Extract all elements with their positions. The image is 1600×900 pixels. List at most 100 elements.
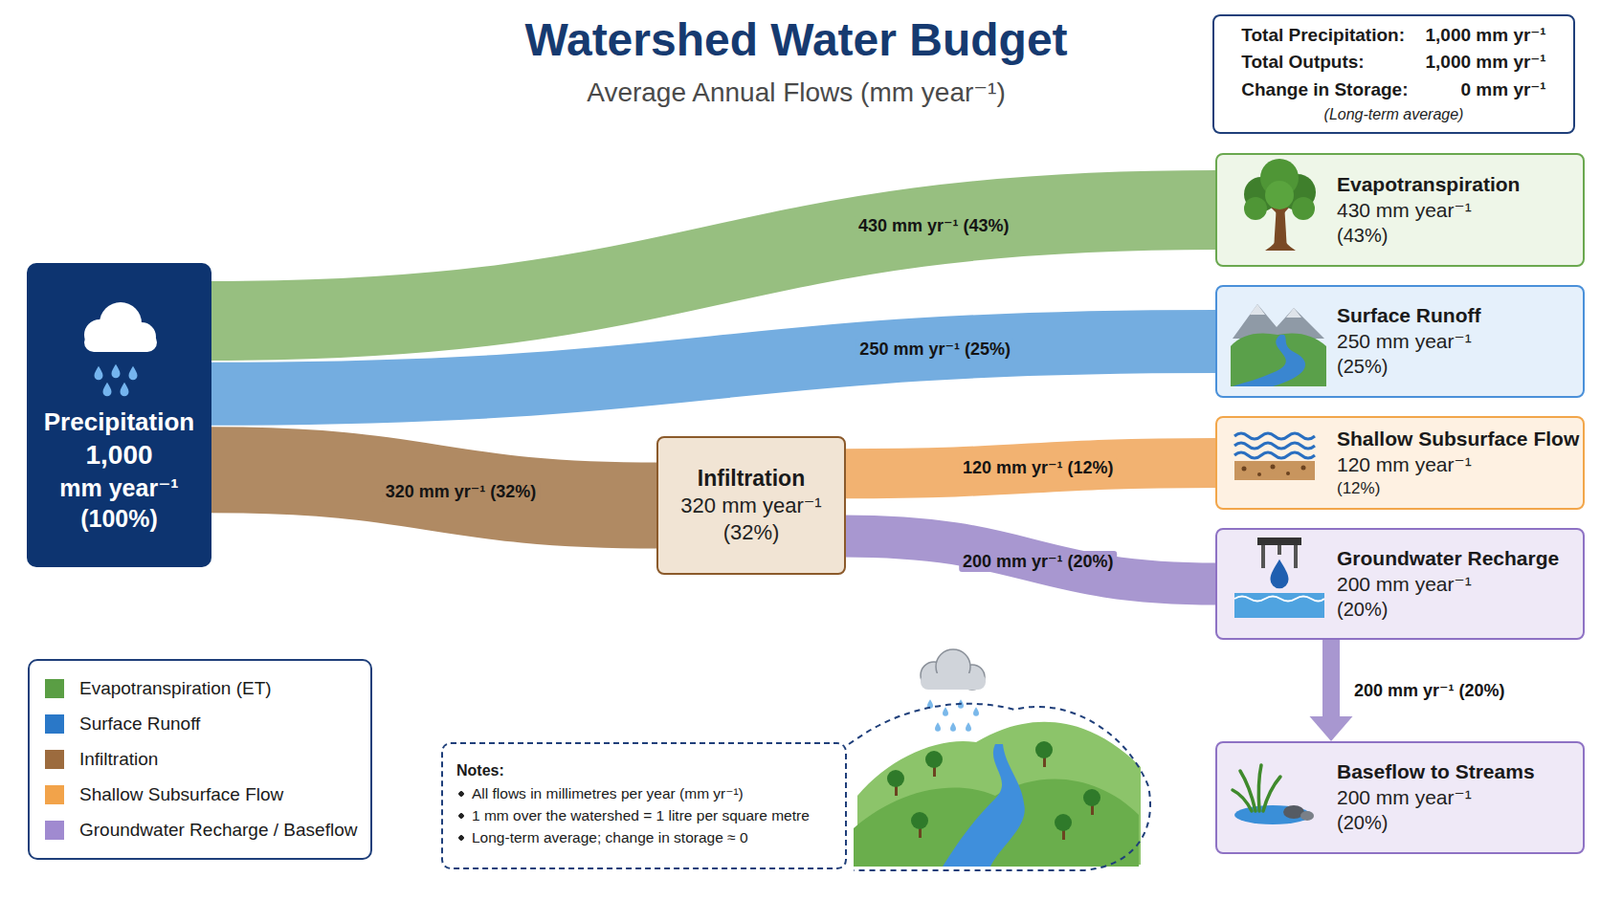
landscape-illustration bbox=[1043, 755, 1046, 768]
flow-arrow bbox=[1322, 640, 1340, 719]
rain-cloud-icon bbox=[129, 366, 138, 380]
flow-label: 120 mm yr⁻¹ (12%) bbox=[958, 457, 1118, 479]
legend-row: Groundwater Recharge / Baseflow bbox=[44, 820, 356, 842]
tree-icon bbox=[1279, 174, 1316, 211]
tree-icon bbox=[1265, 197, 1296, 213]
node-text: Long-term average; change in storage ≈ 0 bbox=[456, 828, 749, 848]
process-box: Infiltration320 mm year⁻¹(32%) bbox=[656, 436, 846, 576]
landscape-illustration bbox=[933, 765, 936, 778]
mountain-river-icon bbox=[1249, 304, 1266, 315]
output-box: Baseflow to Streams200 mm year⁻¹(20%) bbox=[1215, 741, 1585, 855]
landscape-illustration bbox=[1062, 828, 1066, 841]
landscape-illustration bbox=[918, 826, 922, 839]
well-icon bbox=[1234, 597, 1325, 602]
node-heading: Infiltration bbox=[697, 465, 805, 493]
landscape-illustration bbox=[925, 751, 943, 769]
landscape-illustration bbox=[965, 722, 972, 733]
node-heading: Shallow Subsurface Flow bbox=[1336, 426, 1579, 453]
landscape-illustration bbox=[973, 707, 979, 717]
source-box: Precipitation1,000mm year⁻¹(100%) bbox=[26, 263, 212, 568]
tree-icon bbox=[1244, 197, 1267, 221]
legend-text: Evapotranspiration (ET) bbox=[79, 678, 272, 700]
tree-icon bbox=[1244, 177, 1279, 212]
stream-icon bbox=[1283, 805, 1305, 820]
landscape-illustration bbox=[934, 722, 941, 733]
rain-cloud-icon bbox=[111, 364, 121, 378]
tree-icon bbox=[1265, 180, 1294, 210]
landscape-illustration bbox=[1054, 814, 1072, 832]
landscape-illustration bbox=[927, 699, 934, 710]
node-text: 1,000 bbox=[85, 438, 153, 473]
legend-text: Surface Runoff bbox=[79, 713, 200, 735]
flow-label: 430 mm yr⁻¹ (43%) bbox=[854, 215, 1014, 237]
tree-icon bbox=[1291, 197, 1315, 221]
landscape-illustration bbox=[911, 812, 929, 830]
subsurface-icon bbox=[1270, 465, 1276, 470]
mountain-river-icon bbox=[1232, 304, 1325, 339]
flow-band bbox=[208, 341, 1219, 395]
arrow-head bbox=[1310, 716, 1354, 742]
legend-swatch bbox=[44, 785, 65, 805]
tree-icon bbox=[1265, 235, 1296, 251]
subsurface-icon bbox=[1301, 466, 1307, 471]
subsurface-icon bbox=[1234, 433, 1315, 481]
landscape-illustration bbox=[1035, 741, 1053, 759]
landscape-illustration bbox=[853, 779, 1139, 867]
landscape-illustration bbox=[942, 707, 949, 717]
node-text: mm year⁻¹ bbox=[59, 472, 178, 504]
node-heading: Notes: bbox=[456, 761, 505, 781]
flow-connector bbox=[208, 210, 1219, 322]
legend-swatch bbox=[44, 750, 65, 770]
subsurface-icon bbox=[1257, 472, 1262, 477]
node-text: 1 mm over the watershed = 1 litre per sq… bbox=[456, 806, 810, 826]
node-text: 200 mm year⁻¹ bbox=[1336, 572, 1472, 599]
legend-row: Evapotranspiration (ET) bbox=[44, 678, 356, 700]
legend-text: Infiltration bbox=[79, 749, 158, 771]
landscape-illustration bbox=[920, 662, 948, 689]
landscape-illustration bbox=[1083, 789, 1101, 807]
rain-cloud-icon bbox=[103, 382, 112, 397]
node-text: (20%) bbox=[1336, 598, 1388, 623]
stream-icon bbox=[1232, 765, 1281, 812]
flow-connector bbox=[208, 341, 1219, 395]
rain-cloud-icon bbox=[84, 333, 157, 353]
node-text: All flows in millimetres per year (mm yr… bbox=[456, 784, 744, 804]
tree-icon bbox=[1244, 158, 1316, 251]
node-heading: Groundwater Recharge bbox=[1336, 546, 1559, 573]
subtitle: Average Annual Flows (mm year⁻¹) bbox=[586, 76, 1006, 109]
title: Watershed Water Budget bbox=[524, 13, 1067, 67]
tree-icon bbox=[1260, 158, 1299, 198]
subsurface-icon bbox=[1234, 443, 1315, 449]
node-text: (43%) bbox=[1336, 223, 1388, 249]
flow-label: 200 mm yr⁻¹ (20%) bbox=[958, 551, 1118, 573]
legend-row: Infiltration bbox=[44, 749, 356, 771]
node-text: 320 mm year⁻¹ bbox=[680, 492, 822, 520]
landscape-illustration bbox=[887, 770, 905, 788]
landscape-illustration bbox=[959, 665, 985, 690]
node-text: (100%) bbox=[80, 503, 158, 534]
rain-cloud-icon bbox=[84, 319, 115, 351]
stream-icon bbox=[1234, 805, 1312, 825]
stream-icon bbox=[1300, 811, 1314, 822]
node-text: (25%) bbox=[1336, 355, 1388, 380]
subsurface-icon bbox=[1234, 461, 1315, 481]
node-heading: Baseflow to Streams bbox=[1336, 759, 1535, 786]
flow-connector bbox=[1310, 640, 1354, 742]
well-icon bbox=[1234, 537, 1325, 619]
well-icon bbox=[1270, 559, 1289, 589]
stream-icon bbox=[1232, 765, 1314, 825]
legend-box: Evapotranspiration (ET) Surface RunoffInf… bbox=[27, 659, 373, 861]
summary-box: Total Precipitation:1,000 mm yr⁻¹Total O… bbox=[1212, 14, 1576, 134]
tree-icon bbox=[1273, 202, 1288, 251]
legend-row: Shallow Subsurface Flow bbox=[44, 784, 356, 806]
subsurface-icon bbox=[1286, 471, 1290, 476]
flow-band bbox=[208, 469, 660, 506]
node-text: 1,000 mm yr⁻¹ bbox=[1424, 23, 1546, 47]
well-icon bbox=[1261, 545, 1266, 569]
flow-label: 200 mm yr⁻¹ (20%) bbox=[1350, 680, 1510, 702]
flow-label: 320 mm yr⁻¹ (32%) bbox=[381, 481, 541, 503]
well-icon bbox=[1257, 537, 1302, 546]
node-heading: Evapotranspiration bbox=[1336, 172, 1520, 199]
node-heading: Surface Runoff bbox=[1336, 303, 1482, 330]
